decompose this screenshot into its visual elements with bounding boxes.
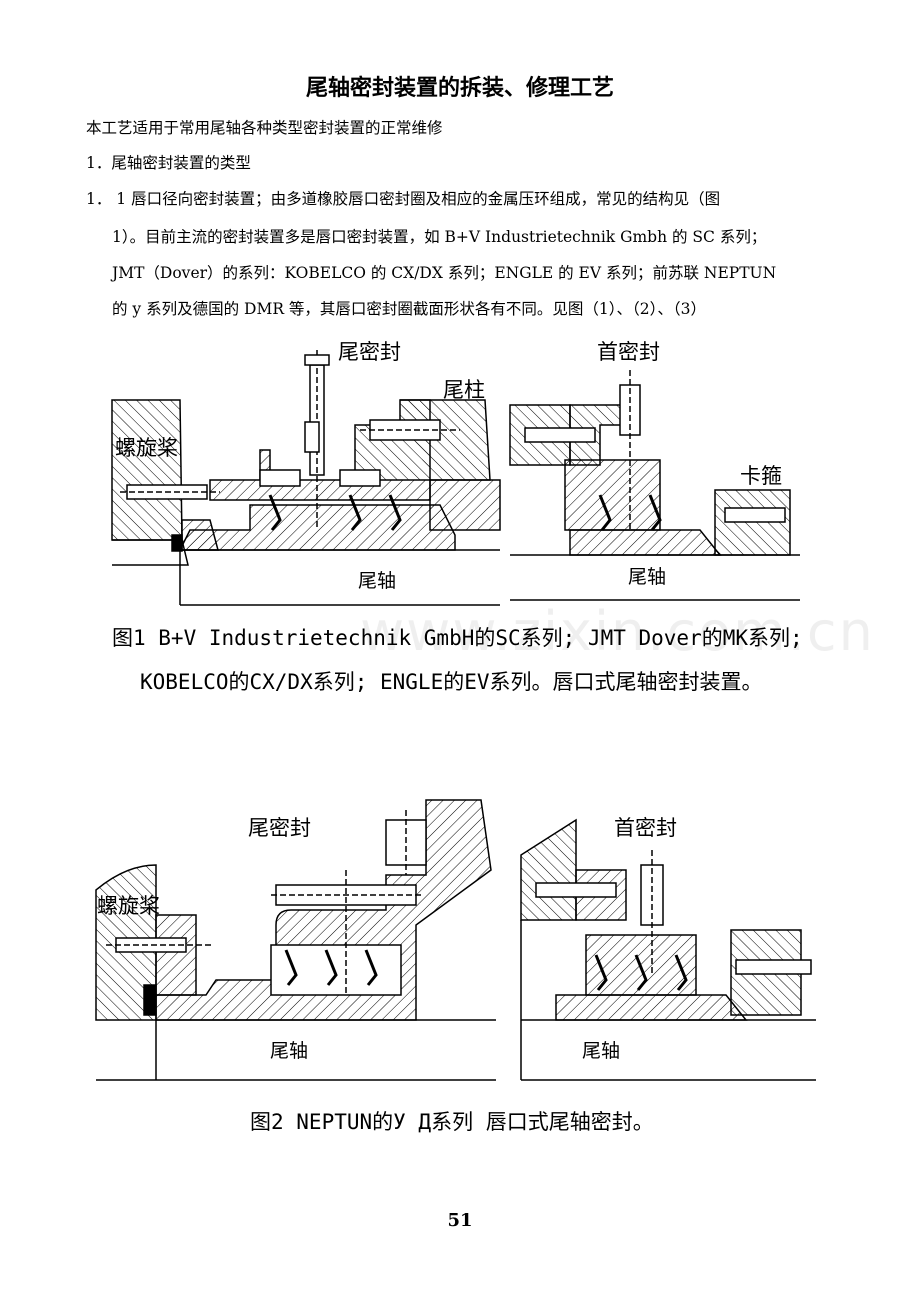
stern-seal-assembly bbox=[111, 350, 501, 606]
label-propeller: 螺旋桨 bbox=[97, 894, 160, 918]
paragraph-line: JMT（Dover）的系列：KOBELCO 的 CX/DX 系列；ENGLE 的… bbox=[112, 264, 777, 282]
label-propeller: 螺旋桨 bbox=[115, 436, 178, 460]
paragraph-line: 的 y 系列及德国的 DMR 等，其唇口密封圈截面形状各有不同。见图（1）、（2… bbox=[112, 300, 707, 318]
label-stern-post: 尾柱 bbox=[443, 378, 485, 402]
figure-1-drawing bbox=[111, 350, 800, 606]
paragraph-line: 1）。目前主流的密封装置多是唇口密封装置，如 B+V Industrietech… bbox=[112, 228, 767, 246]
page-number: 51 bbox=[447, 1210, 473, 1231]
label-stern-seal: 尾密封 bbox=[248, 816, 311, 840]
figure-2-drawing bbox=[95, 799, 816, 1081]
intro-text: 本工艺适用于常用尾轴各种类型密封装置的正常维修 bbox=[86, 119, 443, 137]
stern-seal-assembly bbox=[95, 799, 496, 1081]
label-bow-seal: 首密封 bbox=[597, 340, 660, 364]
label-shaft: 尾轴 bbox=[270, 1040, 309, 1062]
watermark: www.zixin.com.cn bbox=[360, 600, 875, 663]
label-shaft: 尾轴 bbox=[358, 570, 397, 592]
figure-2-caption: 图2 NEPTUN的У Д系列 唇口式尾轴密封。 bbox=[250, 1110, 654, 1134]
bow-seal-assembly bbox=[520, 818, 816, 1081]
bow-seal-assembly bbox=[509, 370, 800, 601]
label-shaft: 尾轴 bbox=[582, 1040, 621, 1062]
label-shaft: 尾轴 bbox=[628, 566, 667, 588]
figure-1-caption: KOBELCO的CX/DX系列; ENGLE的EV系列。唇口式尾轴密封装置。 bbox=[140, 670, 763, 694]
section-heading: 1．尾轴密封装置的类型 bbox=[86, 154, 251, 172]
paragraph-line: 1． 1 唇口径向密封装置；由多道橡胶唇口密封圈及相应的金属压环组成，常见的结构… bbox=[86, 190, 721, 208]
figure-1-caption: 图1 B+V Industrietechnik GmbH的SC系列; JMT D… bbox=[112, 626, 803, 650]
label-clamp: 卡箍 bbox=[740, 464, 782, 488]
page-title: 尾轴密封装置的拆装、修理工艺 bbox=[305, 76, 614, 101]
label-bow-seal: 首密封 bbox=[614, 816, 677, 840]
label-stern-seal: 尾密封 bbox=[338, 340, 401, 364]
